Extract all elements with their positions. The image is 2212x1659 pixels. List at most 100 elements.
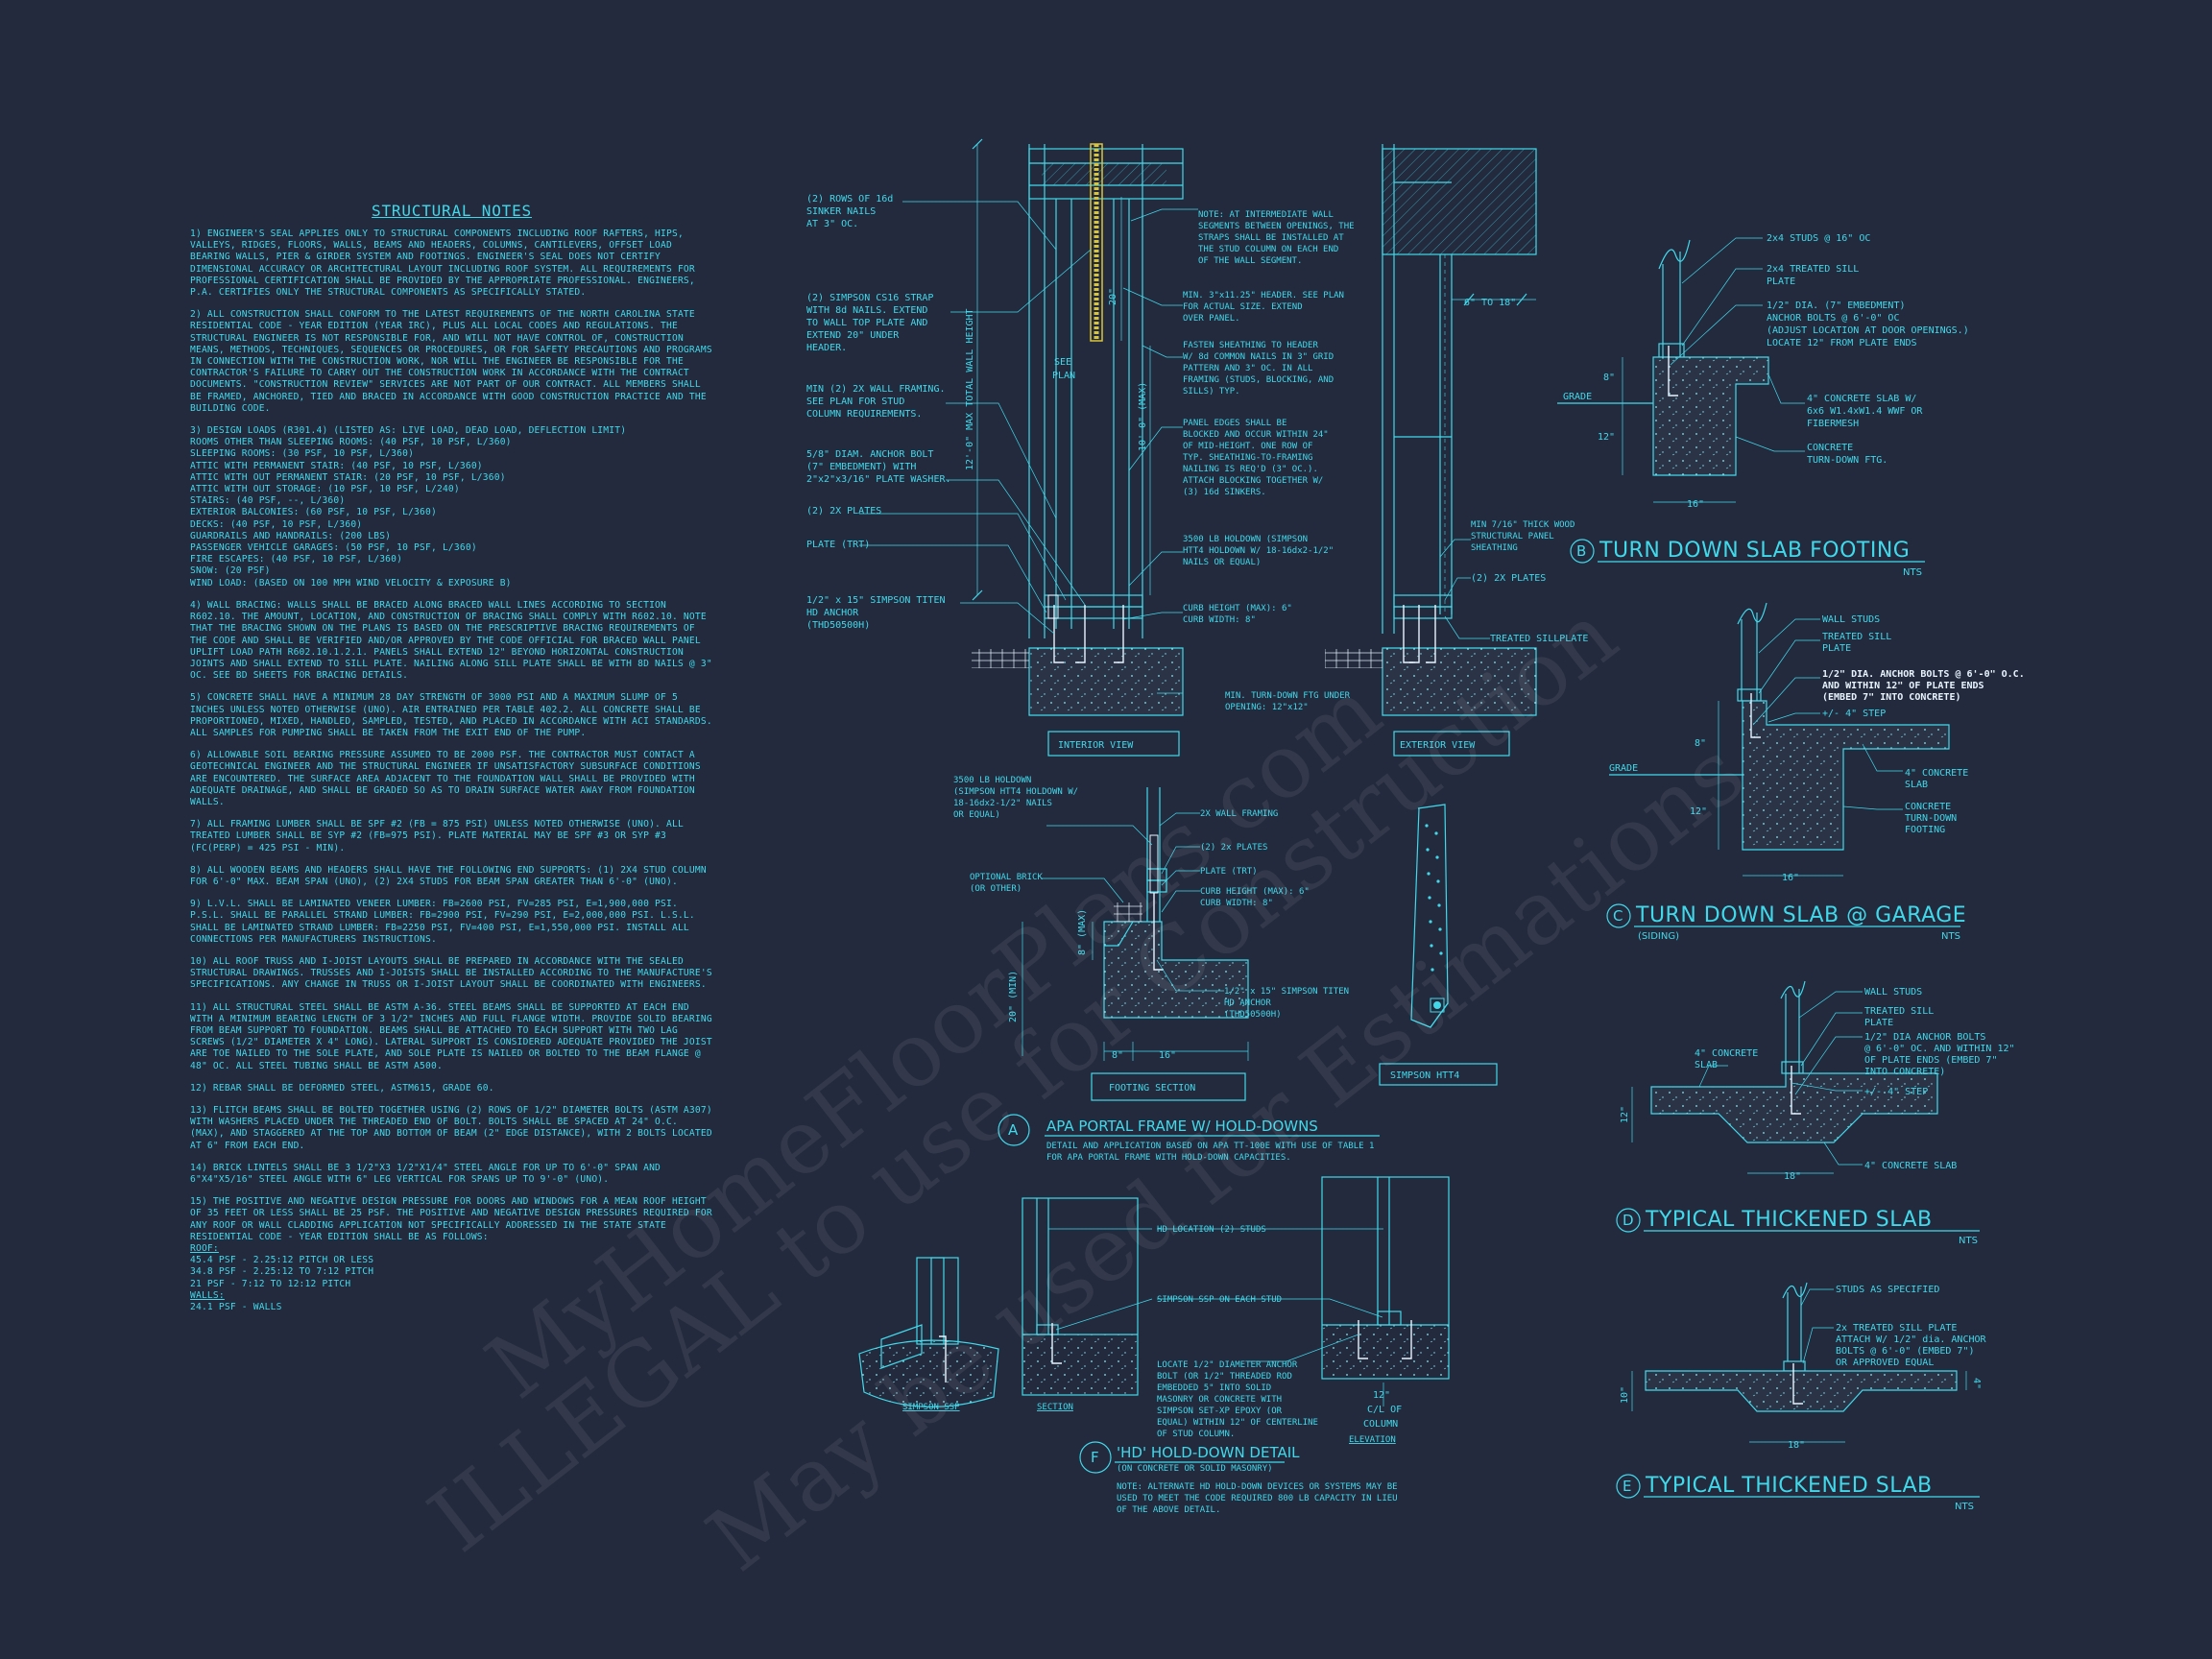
detail-a-title: A APA PORTAL FRAME W/ HOLD-DOWNS DETAIL … <box>998 1114 1380 1163</box>
label: WALL STUDS <box>1822 614 1880 625</box>
label: EQUAL) WITHIN 12" OF CENTERLINE <box>1157 1418 1318 1428</box>
dimension: 12" <box>1373 1390 1390 1401</box>
label: ATTACH W/ 1/2" dia. ANCHOR <box>1836 1334 1987 1345</box>
detail-f-labels: HD LOCATION (2) STUDS SIMPSON SSP ON EAC… <box>902 1225 1402 1515</box>
dimension: 16" <box>1782 873 1799 883</box>
label: 6x6 W1.4xW1.4 WWF OR <box>1807 406 1923 417</box>
label: +/- 4" STEP <box>1822 709 1886 719</box>
label: TREATED SILL <box>1822 632 1891 642</box>
dimension: 10" <box>1620 1386 1630 1404</box>
label: EXTEND 20" UNDER <box>806 330 900 341</box>
label: TREATED SILL <box>1864 1006 1934 1017</box>
dimension: 20" (MIN) <box>1008 971 1019 1022</box>
detail-b-labels: 2x4 STUDS @ 16" OC 2x4 TREATED SILL PLAT… <box>1563 233 1969 578</box>
nts-label: NTS <box>1955 1502 1974 1512</box>
detail-title: TURN DOWN SLAB FOOTING <box>1599 539 1910 563</box>
label: 1/2" DIA ANCHOR BOLTS <box>1864 1032 1985 1043</box>
label: OF THE WALL SEGMENT. <box>1198 256 1302 266</box>
detail-subtitle: (ON CONCRETE OR SOLID MASONRY) <box>1117 1464 1273 1474</box>
label: BOLTS @ 6'-0" (EMBED 7") <box>1836 1346 1975 1357</box>
roof-line-1: 45.4 PSF - 2.25:12 PITCH OR LESS <box>190 1255 374 1266</box>
detail-letter: E <box>1623 1478 1631 1495</box>
label: 4" CONCRETE SLAB <box>1864 1161 1957 1171</box>
label: STRAPS SHALL BE INSTALLED AT <box>1198 233 1344 243</box>
label: (OR OTHER) <box>970 884 1022 894</box>
label: 4" CONCRETE <box>1695 1048 1758 1059</box>
label: (2) 2X PLATES <box>806 506 881 517</box>
exterior-view-drawing <box>1325 144 1537 757</box>
label: TURN-DOWN <box>1905 813 1957 824</box>
detail-title: APA PORTAL FRAME W/ HOLD-DOWNS <box>1046 1118 1318 1135</box>
label: (EMBED 7" INTO CONCRETE) <box>1822 692 1961 703</box>
detail-title: TURN DOWN SLAB @ GARAGE <box>1635 903 1966 927</box>
dimension: C/L OF <box>1367 1405 1402 1415</box>
detail-subtitle: FOR APA PORTAL FRAME WITH HOLD-DOWN CAPA… <box>1046 1153 1291 1163</box>
dimension: 12" <box>1598 432 1615 443</box>
label: (THD50500H) <box>1224 1010 1282 1020</box>
detail-c-labels: WALL STUDS TREATED SILL PLATE 1/2" DIA. … <box>1606 614 2025 942</box>
label: HEADER. <box>806 343 847 353</box>
simpson-htt4-drawing <box>1379 804 1498 1086</box>
label: (THD50500H) <box>806 620 870 631</box>
dimension: 12'-0" MAX TOTAL WALL HEIGHT <box>965 308 975 470</box>
label: LOCATE 1/2" DIAMETER ANCHOR <box>1157 1360 1298 1370</box>
label: THE STUD COLUMN ON EACH END <box>1198 245 1338 254</box>
label: WALL STUDS <box>1864 987 1922 998</box>
exterior-view-labels: 6" TO 18" MIN 7/16" THICK WOOD STRUCTURA… <box>1400 298 1588 751</box>
structural-notes: STRUCTURAL NOTES 1) ENGINEER'S SEAL APPL… <box>190 202 713 1313</box>
note-1: 1) ENGINEER'S SEAL APPLIES ONLY TO STRUC… <box>190 228 695 299</box>
dimension: 8" <box>1695 738 1706 749</box>
label: 1/2" DIA. ANCHOR BOLTS @ 6'-0" O.C. <box>1822 669 2025 680</box>
label: PLATE (TRT) <box>1200 867 1258 877</box>
label: NAILING IS REQ'D (3" OC.). <box>1183 465 1318 474</box>
section-tag: SECTION <box>1037 1403 1073 1412</box>
label: ANCHOR BOLTS @ 6'-0" OC <box>1767 313 1899 324</box>
label: TREATED SILLPLATE <box>1490 634 1588 644</box>
label: (2) SIMPSON CS16 STRAP <box>806 293 933 303</box>
label: 1/2" x 15" SIMPSON TITEN <box>1224 987 1349 997</box>
note-2: 2) ALL CONSTRUCTION SHALL CONFORM TO THE… <box>190 309 712 414</box>
note-15: 15) THE POSITIVE AND NEGATIVE DESIGN PRE… <box>190 1196 712 1242</box>
label: SILLS) TYP. <box>1183 387 1240 397</box>
detail-letter: B <box>1576 542 1586 560</box>
label: PLATE (TRT) <box>806 540 870 550</box>
label: 2x TREATED SILL PLATE <box>1836 1323 1957 1334</box>
label: SLAB <box>1695 1060 1718 1070</box>
label: NOTE: ALTERNATE HD HOLD-DOWN DEVICES OR … <box>1117 1482 1398 1492</box>
dimension: 18" <box>1788 1440 1805 1451</box>
watermark: MyHomeFloorPlans.com ILLEGAL to use for … <box>411 584 1763 1592</box>
dimension: 6" TO 18" <box>1464 298 1516 308</box>
detail-title: TYPICAL THICKENED SLAB <box>1645 1208 1933 1232</box>
roof-line-2: 34.8 PSF - 2.25:12 TO 7:12 PITCH <box>190 1266 374 1278</box>
label: SHEATHING <box>1471 543 1518 553</box>
detail-c-drawing <box>1609 602 1950 877</box>
nts-label: NTS <box>1941 931 1960 942</box>
label: PLATE <box>1767 276 1795 287</box>
elevation-tag: ELEVATION <box>1349 1435 1396 1445</box>
label: OF STUD COLUMN. <box>1157 1430 1235 1439</box>
note-14: 14) BRICK LINTELS SHALL BE 3 1/2"X3 1/2"… <box>190 1162 661 1186</box>
detail-title: TYPICAL THICKENED SLAB <box>1645 1474 1933 1498</box>
note-9: 9) L.V.L. SHALL BE LAMINATED VENEER LUMB… <box>190 899 695 945</box>
note-13: 13) FLITCH BEAMS SHALL BE BOLTED TOGETHE… <box>190 1105 712 1151</box>
label: SIMPSON SET-XP EPOXY (OR <box>1157 1407 1283 1416</box>
label: 3500 LB HOLDOWN <box>953 776 1031 785</box>
label: PLAN <box>1052 371 1075 381</box>
dimension: 12" <box>1620 1106 1630 1123</box>
dimension: 12" <box>1690 806 1707 817</box>
simpson-ssp-tag: SIMPSON SSP <box>902 1403 960 1412</box>
label: FOOTING <box>1905 825 1945 835</box>
detail-d-labels: WALL STUDS TREATED SILL PLATE 1/2" DIA A… <box>1616 987 2015 1246</box>
dimension: 8" <box>1603 373 1615 383</box>
detail-letter: C <box>1613 907 1623 925</box>
note-10: 10) ALL ROOF TRUSS AND I-JOIST LAYOUTS S… <box>190 955 712 991</box>
label: @ 6'-0" OC. AND WITHIN 12" <box>1864 1044 2015 1054</box>
nts-label: NTS <box>1959 1236 1978 1246</box>
label: OVER PANEL. <box>1183 314 1240 324</box>
grade-label: GRADE <box>1563 392 1592 402</box>
note-5: 5) CONCRETE SHALL HAVE A MINIMUM 28 DAY … <box>190 692 712 738</box>
detail-b-drawing <box>1557 237 1805 503</box>
label: W/ 8d COMMON NAILS IN 3" GRID <box>1183 352 1334 362</box>
label: HD LOCATION (2) STUDS <box>1157 1225 1266 1235</box>
footing-section-drawing <box>1022 787 1249 1101</box>
